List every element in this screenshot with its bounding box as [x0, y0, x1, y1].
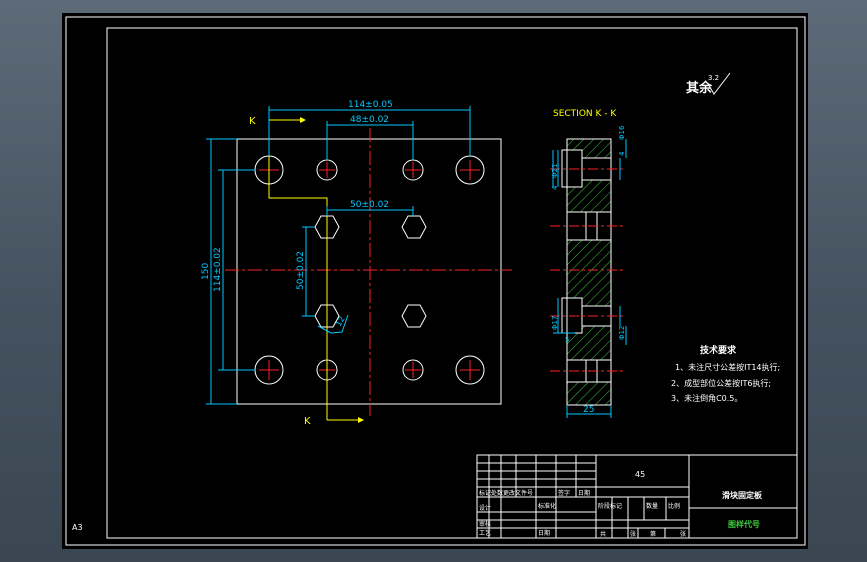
- design-label: 设计: [479, 504, 491, 512]
- surface-finish-mark: 其余 3.2: [686, 72, 731, 96]
- roughness-symbol: [707, 72, 731, 95]
- tech-req-title: 技术要求: [700, 344, 737, 356]
- review-label: 审核: [479, 520, 491, 528]
- hex-hole-br: [401, 304, 427, 328]
- hex-hole-tr: [401, 215, 427, 239]
- hex-hole-bl: [314, 304, 340, 328]
- cut-label-top: K: [249, 116, 256, 127]
- hole-small-br: [402, 359, 424, 381]
- sheet-number-label: 第: [650, 530, 656, 538]
- drawing-background: [62, 13, 808, 549]
- section-centerlines: [550, 168, 625, 372]
- surface-finish-label: 其余: [686, 80, 713, 96]
- stage-mark-label: 阶段标记: [598, 502, 622, 510]
- dim-50-horizontal: 50±0.02: [350, 200, 389, 210]
- sheet-total-label: 共: [600, 530, 606, 538]
- title-block: [476, 454, 798, 539]
- tech-req-item-3: 3、未注倒角C0.5。: [671, 393, 742, 403]
- dim-50-vertical: 50±0.02: [296, 251, 306, 290]
- drawing-code: 图样代号: [728, 519, 760, 529]
- row-label-sign: 签字: [558, 489, 570, 497]
- inner-frame: [106, 27, 798, 539]
- hex-hole-tl: [314, 215, 340, 239]
- dim-phi17: Φ17: [551, 316, 559, 330]
- surface-finish-value: 3.2: [708, 74, 719, 82]
- hex-holes: [314, 215, 427, 328]
- front-view: K K 114±0.05 48±0.02: [201, 100, 512, 427]
- tech-req-item-2: 2、成型部位公差按IT6执行;: [671, 378, 771, 388]
- dim-150: 150: [201, 263, 211, 280]
- section-title: SECTION K - K: [553, 109, 617, 119]
- quantity-label: 数量: [646, 502, 658, 510]
- dim-5: 5: [565, 336, 569, 344]
- standardization-label: 标准化: [538, 502, 556, 510]
- process-label: 工艺: [479, 529, 491, 537]
- dim-4-top: 4: [551, 185, 559, 190]
- bottom-date-label: 日期: [538, 529, 550, 537]
- sheet-unit-label-1: 张: [630, 530, 636, 538]
- dim-phi12: Φ12: [618, 326, 626, 340]
- dim-114-horizontal: 114±0.05: [348, 100, 393, 110]
- front-view-dimensions: [206, 106, 471, 405]
- sheet-unit-label-2: 张: [680, 530, 686, 538]
- tech-requirements: 技术要求 1、未注尺寸公差按IT14执行; 2、成型部位公差按IT6执行; 3、…: [671, 344, 780, 403]
- title-block-text: 45 滑块固定板 图样代号 标记处数 更改文件号 签字 日期 设计 审核 工艺 …: [479, 470, 763, 538]
- cut-arrow-bottom-head: [358, 417, 364, 423]
- cut-arrow-top-head: [300, 117, 306, 123]
- dim-phi16: Φ16: [618, 125, 626, 140]
- outer-frame: [65, 16, 806, 546]
- dim-114-vertical: 114±0.02: [213, 247, 223, 292]
- cut-label-bottom: K: [304, 416, 311, 427]
- dim-4-right: 4: [618, 151, 626, 156]
- section-dimensions: [552, 139, 627, 418]
- row-label-marks: 标记处数: [479, 489, 503, 497]
- hole-large-br: [455, 355, 485, 385]
- sheet-size-label: A3: [72, 523, 83, 532]
- section-cut-path: [268, 120, 328, 420]
- section-body: [561, 138, 612, 406]
- plate-outline: [236, 138, 502, 405]
- dim-25: 25: [583, 405, 594, 415]
- tech-req-item-1: 1、未注尺寸公差按IT14执行;: [675, 362, 780, 372]
- material-label: 45: [635, 470, 645, 479]
- scale-label: 比例: [668, 502, 680, 510]
- section-outline: [566, 138, 612, 406]
- dim-48: 48±0.02: [350, 115, 389, 125]
- dim-12: 12: [334, 315, 347, 328]
- row-label-date: 日期: [578, 489, 590, 497]
- row-label-change-doc: 更改文件号: [503, 489, 533, 497]
- dim-phi21: Φ21: [551, 164, 559, 178]
- part-name: 滑块固定板: [722, 490, 763, 500]
- section-view: SECTION K - K: [550, 109, 627, 418]
